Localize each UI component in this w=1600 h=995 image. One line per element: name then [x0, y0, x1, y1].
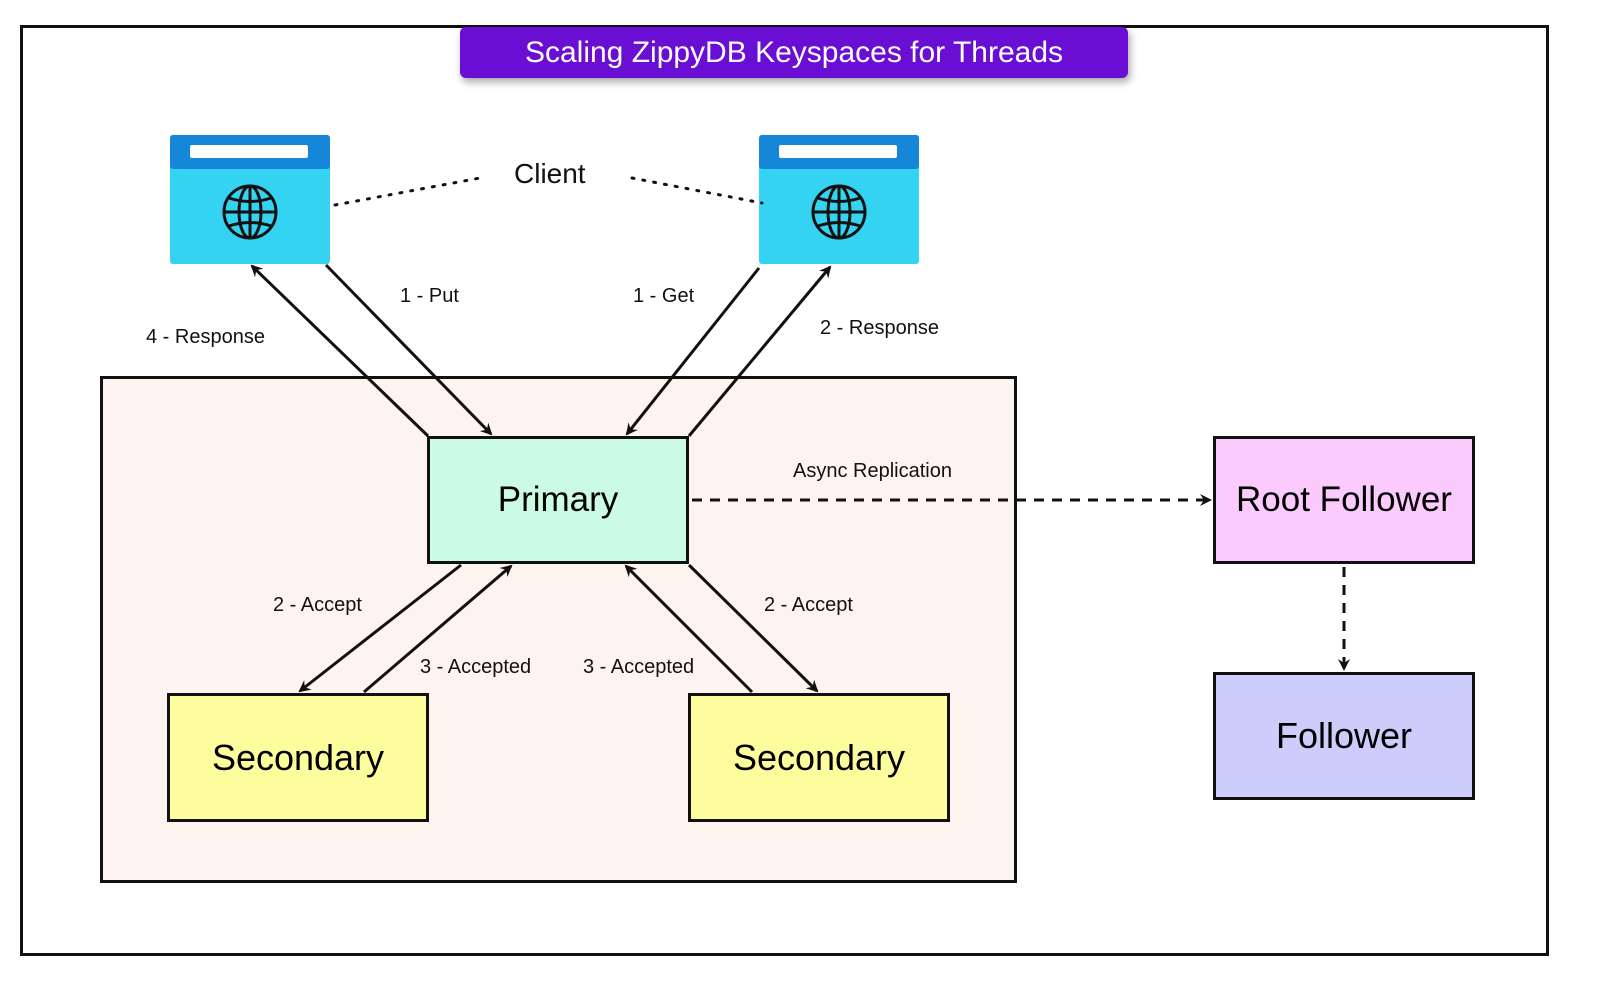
arrow-accept-right [687, 563, 819, 693]
client-browser-globe-icon-left [170, 135, 330, 264]
client-dotted-link-left [333, 176, 482, 207]
diagram-frame [20, 25, 1549, 956]
arrow-put [324, 263, 493, 436]
primary-node-label: Primary [497, 480, 619, 519]
arrow-accepted-right [624, 564, 754, 694]
client-dotted-link-right [630, 176, 764, 205]
arrow-get [625, 267, 761, 436]
label-async-replication: Async Replication [793, 460, 952, 482]
label-accepted-right: 3 - Accepted [583, 656, 695, 678]
label-response-right: 2 - Response [820, 317, 939, 339]
label-response-left: 4 - Response [146, 326, 265, 348]
label-accept-left: 2 - Accept [273, 594, 362, 616]
secondary-node-right-label: Secondary [732, 736, 906, 778]
secondary-node-right: Secondary [688, 693, 950, 822]
arrow-accepted-left [363, 564, 513, 694]
label-accept-right: 2 - Accept [764, 594, 853, 616]
label-get: 1 - Get [633, 285, 695, 307]
primary-node: Primary [427, 436, 689, 564]
follower-node: Follower [1213, 672, 1475, 800]
root-follower-node: Root Follower [1213, 436, 1475, 564]
client-browser-globe-icon-right [759, 135, 919, 264]
label-put: 1 - Put [400, 285, 459, 307]
client-label: Client [514, 158, 586, 189]
arrow-response-left [250, 264, 430, 438]
secondary-node-left-label: Secondary [211, 736, 385, 778]
arrow-accept-left [298, 563, 462, 693]
follower-node-label: Follower [1275, 715, 1413, 756]
secondary-node-left: Secondary [167, 693, 429, 822]
root-follower-node-label: Root Follower [1236, 480, 1452, 519]
label-accepted-left: 3 - Accepted [420, 656, 532, 678]
arrow-response-right [687, 265, 832, 437]
diagram-title: Scaling ZippyDB Keyspaces for Threads [460, 27, 1128, 78]
